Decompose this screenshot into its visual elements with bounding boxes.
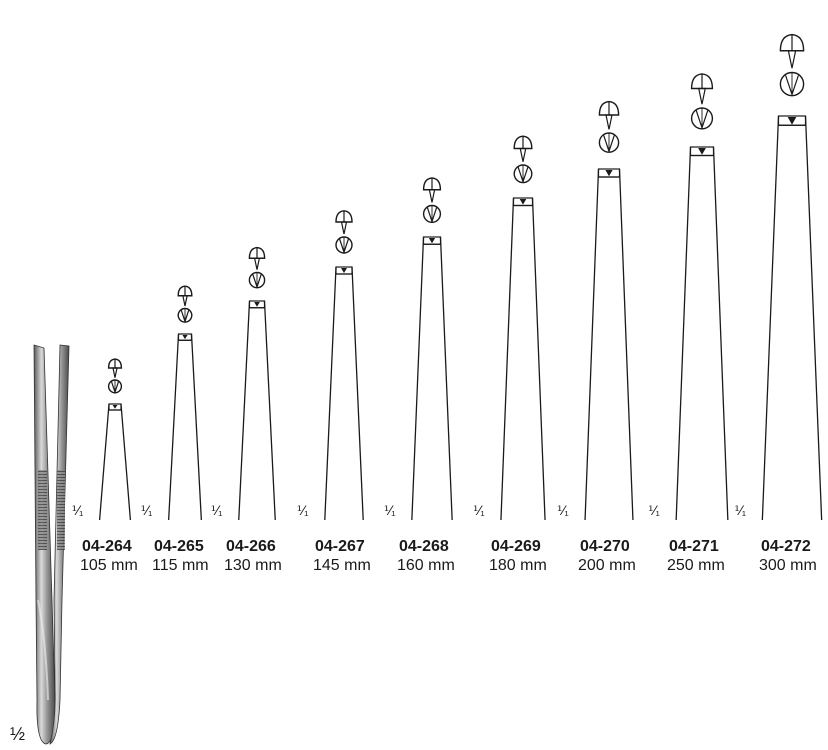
scale-label: ⅟₁ xyxy=(296,503,309,518)
forceps-tip-04-271 xyxy=(675,73,729,521)
tooth-detail-top xyxy=(177,285,193,307)
instrument-length: 300 mm xyxy=(759,557,817,574)
instrument-length: 200 mm xyxy=(578,557,636,574)
instrument-length: 145 mm xyxy=(313,557,371,574)
article-code: 04-267 xyxy=(315,538,365,555)
tooth-detail-open xyxy=(335,236,353,255)
tooth-detail-open xyxy=(513,164,533,184)
article-code: 04-271 xyxy=(669,538,719,555)
tooth-detail-open xyxy=(107,379,123,395)
tooth-detail-top xyxy=(422,177,442,203)
forceps-tip-04-270 xyxy=(584,100,634,521)
tooth-detail-open xyxy=(598,132,620,154)
tooth-detail-open xyxy=(690,107,714,130)
tooth-detail-top xyxy=(335,210,353,235)
scale-label: ⅟₁ xyxy=(648,503,660,518)
instrument-length: 115 mm xyxy=(152,557,209,574)
scale-label: ⅟₁ xyxy=(71,503,84,518)
overview-scale-label: ½ xyxy=(10,724,26,744)
tooth-detail-top xyxy=(598,100,620,130)
scale-label: ⅟₁ xyxy=(210,503,223,518)
instrument-length: 250 mm xyxy=(667,557,725,574)
forceps-overview-image xyxy=(33,344,70,745)
tooth-detail-open xyxy=(779,71,805,97)
forceps-tip-04-265 xyxy=(168,285,202,521)
tooth-detail-top xyxy=(248,246,266,270)
forceps-tip-04-272 xyxy=(761,33,823,521)
article-code: 04-265 xyxy=(154,538,204,555)
forceps-tip-04-264 xyxy=(98,358,132,521)
forceps-tip-04-268 xyxy=(411,177,453,521)
scale-label: ⅟₁ xyxy=(140,503,153,518)
article-code: 04-264 xyxy=(82,538,132,555)
scale-label: ⅟₁ xyxy=(383,503,396,518)
article-code: 04-266 xyxy=(226,538,276,555)
article-code: 04-268 xyxy=(399,538,449,555)
forceps-tip-04-267 xyxy=(324,210,364,521)
instrument-length: 105 mm xyxy=(80,557,138,574)
scale-label: ⅟₁ xyxy=(557,503,569,518)
tooth-detail-open xyxy=(248,271,266,289)
tooth-detail-top xyxy=(513,135,533,162)
instrument-length: 180 mm xyxy=(489,557,547,574)
tooth-detail-open xyxy=(177,307,193,324)
forceps-tip-04-269 xyxy=(500,135,546,521)
forceps-tip-04-266 xyxy=(238,246,276,521)
tooth-detail-open xyxy=(422,204,442,224)
article-code: 04-269 xyxy=(491,538,541,555)
article-code: 04-272 xyxy=(761,538,811,555)
scale-label: ⅟₁ xyxy=(734,503,747,518)
article-code: 04-270 xyxy=(580,538,630,555)
scale-label: ⅟₁ xyxy=(472,503,485,518)
instrument-length: 130 mm xyxy=(224,557,282,574)
tooth-detail-top xyxy=(779,33,805,69)
tooth-detail-top xyxy=(107,358,123,378)
tooth-detail-top xyxy=(690,73,714,105)
instrument-length: 160 mm xyxy=(397,557,455,574)
